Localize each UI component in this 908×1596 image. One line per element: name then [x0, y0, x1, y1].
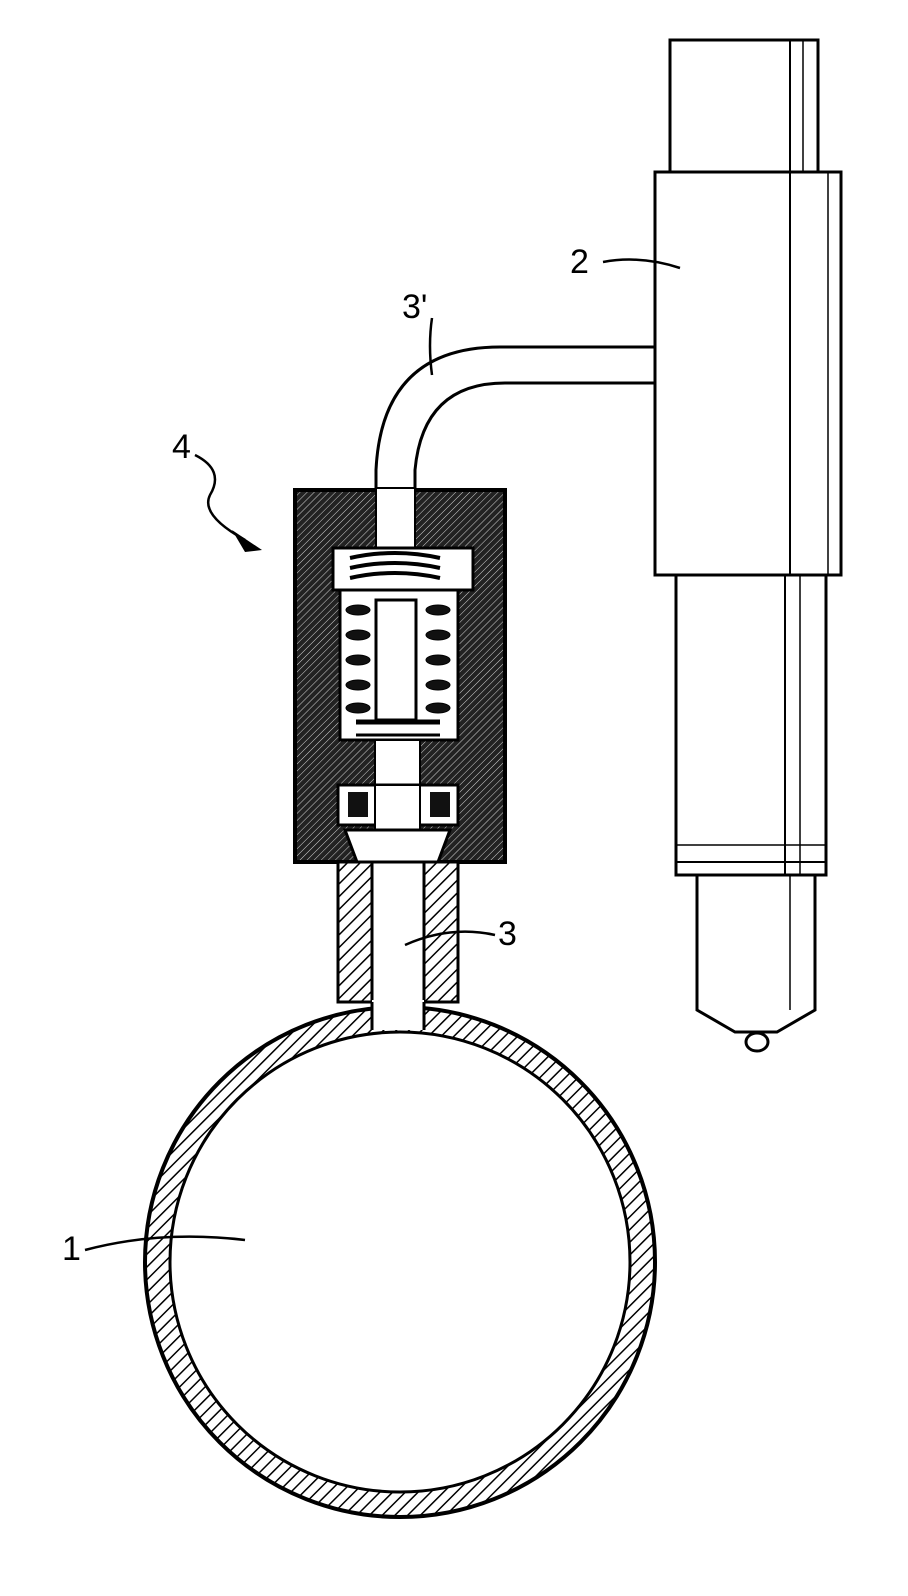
injector-top-cylinder [670, 40, 818, 175]
label-rail: 1 [62, 1230, 81, 1268]
injector [655, 40, 841, 1051]
injector-nozzle [697, 875, 815, 1032]
valve-plunger [376, 600, 416, 720]
leader-valve [195, 455, 245, 540]
label-pipe: 3 [498, 915, 517, 953]
straight-pipe [338, 862, 458, 1022]
injector-lower-cylinder [676, 575, 826, 875]
valve-outlet-funnel [345, 830, 450, 862]
leader-bent-pipe [430, 318, 432, 375]
label-injector: 2 [570, 243, 589, 281]
injector-body [655, 172, 841, 575]
valve-assembly [295, 488, 505, 862]
bent-pipe [376, 347, 655, 505]
valve-arrow-head [232, 530, 262, 552]
label-valve: 4 [172, 428, 191, 466]
nozzle-droplet [746, 1033, 768, 1051]
label-bent-pipe: 3' [402, 288, 427, 326]
common-rail [145, 1000, 655, 1517]
